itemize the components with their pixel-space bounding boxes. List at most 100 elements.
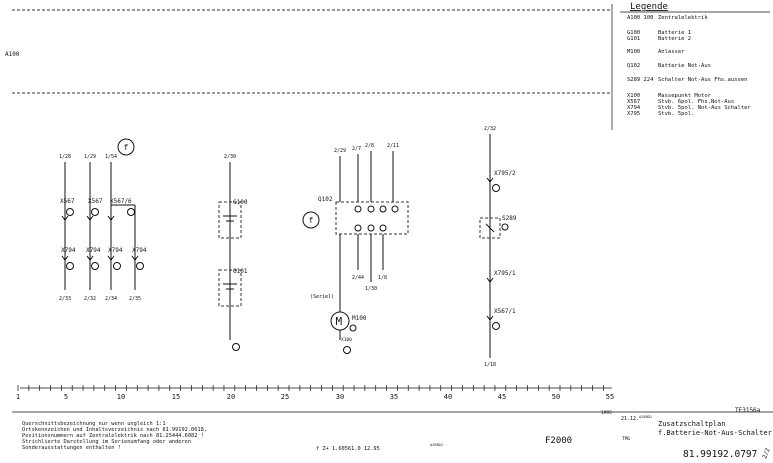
footer-note: Positionsnummern auf Zentralelektrik nac… — [22, 433, 204, 439]
connector-label: X794 — [86, 247, 101, 254]
connector-label: X567/6 — [110, 198, 132, 205]
ruler-ticks — [17, 385, 604, 391]
ground-circle — [232, 343, 240, 351]
ref-label: 2/44 — [352, 275, 364, 281]
legend-code: Q102 — [627, 63, 640, 69]
ruler-label: 15 — [172, 393, 180, 401]
pin-circle — [492, 184, 500, 192]
ruler-label: 5 — [64, 393, 68, 401]
pin-arrow — [131, 255, 139, 261]
legend-code: X567 — [627, 99, 640, 105]
header-ref: A100 — [5, 51, 20, 58]
legend-text: Anlasser — [658, 49, 685, 55]
pin-circle — [492, 322, 500, 330]
drawing-title: Zusatzschaltplan — [658, 420, 725, 428]
footer-note: Querschnittsbezeichnung nur wenn ungleic… — [22, 421, 166, 427]
ref-label: 2/8 — [365, 143, 374, 149]
department: TMG — [622, 436, 630, 442]
serial-label: (Seriel) — [310, 294, 334, 300]
footer-note: Sonderausstattungen enthalten ! — [22, 445, 121, 451]
connector-label: X794 — [108, 247, 123, 254]
title-block: Querschnittsbezeichnung nur wenn ungleic… — [12, 407, 773, 460]
legend-text: Batterie Not-Aus — [658, 63, 711, 69]
ref-label: 2/35 — [129, 296, 141, 302]
pin-arrow — [86, 215, 94, 221]
ref-label: 1/54 — [105, 154, 117, 160]
ruler-label: 50 — [552, 393, 560, 401]
pin-circle — [349, 324, 357, 332]
ref-label: 1/18 — [484, 362, 496, 368]
legend-title: Legende — [630, 2, 668, 12]
legend-code: X100 — [627, 93, 640, 99]
ground-circle — [343, 346, 351, 354]
legend-text: Stvb. 5pol. — [658, 111, 694, 117]
connector-label: X567/1 — [494, 308, 516, 315]
pin-circle — [127, 208, 135, 216]
legend-code: S289 224 — [627, 77, 654, 83]
ruler-label: 20 — [227, 393, 235, 401]
footer-note: Strichlierte Darstellung im Serienumfang… — [22, 439, 191, 445]
legend-code: G100 — [627, 30, 640, 36]
revision-note: f Z+ 1.60561.0 12.95 — [316, 446, 380, 452]
component-label: S289 — [502, 215, 517, 222]
mark-circle — [302, 211, 320, 229]
mark-circle — [117, 138, 135, 156]
connector-label: X567 — [60, 198, 75, 205]
ground-label: X100 — [341, 337, 352, 343]
connector-label: X795/1 — [494, 270, 516, 277]
pin-circle — [91, 262, 99, 270]
pin-circle — [113, 262, 121, 270]
column-ruler: 1 5 10 15 20 25 30 35 40 45 50 55 — [16, 385, 614, 401]
footer-note: Ortskennzeichen und Inhaltsverzeichnis n… — [22, 427, 207, 433]
ref-label: 2/7 — [352, 146, 361, 152]
date-superscript: AJEBD1 — [639, 415, 652, 419]
ruler-label: 40 — [444, 393, 452, 401]
legend-code: A100 100 — [627, 15, 654, 21]
ruler-label: 30 — [336, 393, 344, 401]
pin-arrow — [107, 255, 115, 261]
legend-code: M100 — [627, 49, 640, 55]
battery-outline — [218, 201, 242, 239]
legend-code: X794 — [627, 105, 641, 111]
document-code: TE3156a — [735, 407, 761, 414]
ref-label: 1/30 — [365, 286, 377, 292]
connector-label: X794 — [61, 247, 76, 254]
component-label: Q102 — [318, 196, 333, 203]
pin-circle — [391, 205, 399, 213]
legend-text: Stvb. 6pol. Fhs.Not-Aus — [658, 99, 734, 105]
pin-circle — [367, 224, 375, 232]
ref-label: 1/29 — [84, 154, 96, 160]
pin-arrow — [61, 215, 69, 221]
legend-text: Zentralelektrik — [658, 15, 708, 21]
ref-label: 1/8 — [378, 275, 387, 281]
mark-label: f — [124, 143, 129, 152]
connector-label: X795/2 — [494, 170, 516, 177]
pin-arrow — [86, 255, 94, 261]
switch-group-s289: 2/32 X795/2 S289 X795/1 X567/1 1/18 — [479, 126, 517, 368]
legend-text: Massepunkt Motor — [658, 93, 712, 99]
drawing-date: 21.12. — [621, 416, 639, 422]
pin-circle — [354, 224, 362, 232]
legend-text: Stvb. 5pol. Not-Aus Schalter — [658, 105, 751, 111]
connector-label: X567 — [88, 198, 103, 205]
ref-label: 2/33 — [59, 296, 71, 302]
sheet-number: 2/2 — [761, 447, 771, 460]
mark-label: f — [309, 216, 314, 225]
legend-text: Schalter Not-Aus Fhs.aussen — [658, 77, 747, 83]
ref-label: 2/11 — [387, 143, 399, 149]
battery-group: 2/30 G100 G101 — [218, 154, 248, 351]
legend: Legende A100 100 Zentralelektrik G100 Ba… — [620, 2, 770, 117]
drawing-year: 1995 — [601, 410, 612, 416]
connector-label: X794 — [132, 247, 147, 254]
component-label: G100 — [233, 199, 248, 206]
switch-contact — [485, 223, 495, 233]
ref-label: 2/29 — [334, 148, 346, 154]
pin-circle — [136, 262, 144, 270]
pin-circle — [91, 208, 99, 216]
pin-arrow — [61, 255, 69, 261]
pin-circle — [367, 205, 375, 213]
ref-label: 2/30 — [224, 154, 236, 160]
ref-label: 2/32 — [484, 126, 496, 132]
ruler-label: 35 — [390, 393, 398, 401]
